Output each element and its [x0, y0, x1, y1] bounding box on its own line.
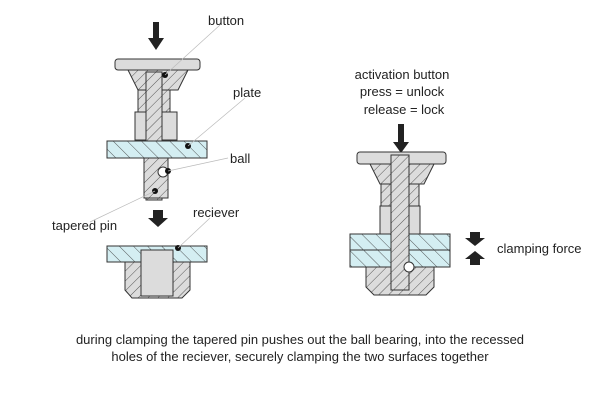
leader-lines	[89, 24, 246, 251]
insert-arrow-icon	[148, 210, 168, 227]
label-activation-button: activation button	[355, 67, 450, 82]
button-head	[114, 58, 201, 71]
label-button: button	[208, 13, 244, 28]
caption-line-1: during clamping the tapered pin pushes o…	[76, 332, 524, 347]
right-assembly: activation button press = unlock release…	[349, 67, 582, 296]
label-release-lock: release = lock	[364, 102, 445, 117]
ball	[403, 261, 415, 273]
clamp-up-arrow-icon	[465, 251, 485, 265]
label-plate: plate	[233, 85, 261, 100]
label-ball: ball	[230, 151, 250, 166]
clamp-down-arrow-icon	[465, 232, 485, 246]
caption-line-2: holes of the reciever, securely clamping…	[111, 349, 489, 364]
receiver-bore	[140, 249, 174, 297]
activation-arrow-icon	[393, 124, 409, 153]
plunger	[390, 154, 410, 291]
label-tapered-pin: tapered pin	[52, 218, 117, 233]
label-press-unlock: press = unlock	[360, 84, 445, 99]
label-clamping-force: clamping force	[497, 241, 582, 256]
plate	[106, 140, 208, 159]
left-assembly: button plate ball tapered pin reciever	[52, 13, 261, 299]
label-receiver: reciever	[193, 205, 240, 220]
press-arrow-icon	[148, 22, 164, 50]
